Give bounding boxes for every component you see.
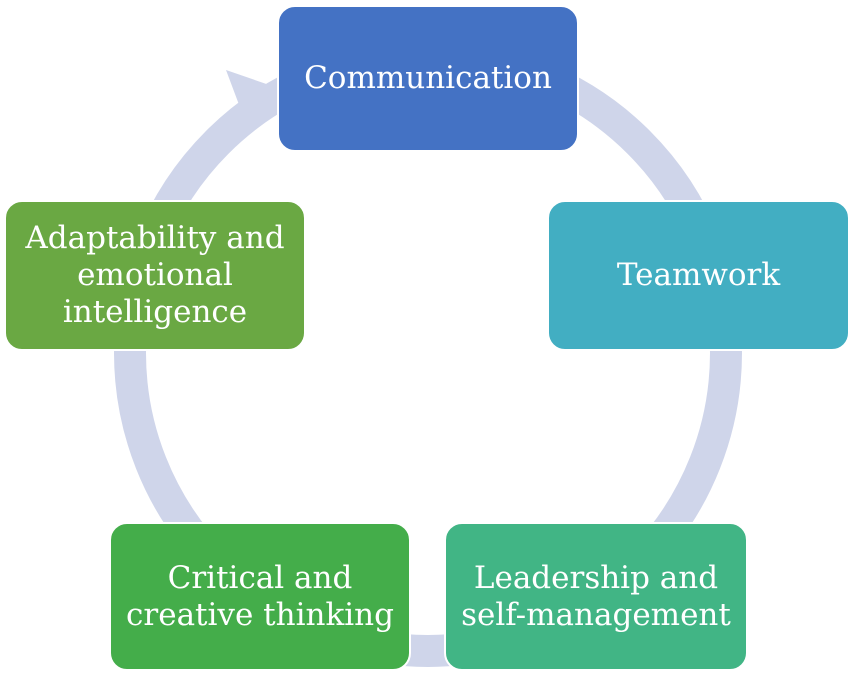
- node-adaptability: Adaptability and emotional intelligence: [4, 200, 306, 351]
- cycle-arrowhead: [226, 70, 278, 118]
- node-leadership-label: Leadership and self-management: [461, 559, 731, 633]
- node-communication: Communication: [277, 5, 579, 152]
- node-adaptability-label: Adaptability and emotional intelligence: [25, 220, 285, 330]
- node-critical-label: Critical and creative thinking: [126, 559, 394, 633]
- node-teamwork: Teamwork: [547, 200, 850, 351]
- node-critical: Critical and creative thinking: [109, 522, 411, 671]
- node-communication-label: Communication: [304, 60, 552, 96]
- node-teamwork-label: Teamwork: [616, 257, 781, 293]
- node-leadership: Leadership and self-management: [444, 522, 748, 671]
